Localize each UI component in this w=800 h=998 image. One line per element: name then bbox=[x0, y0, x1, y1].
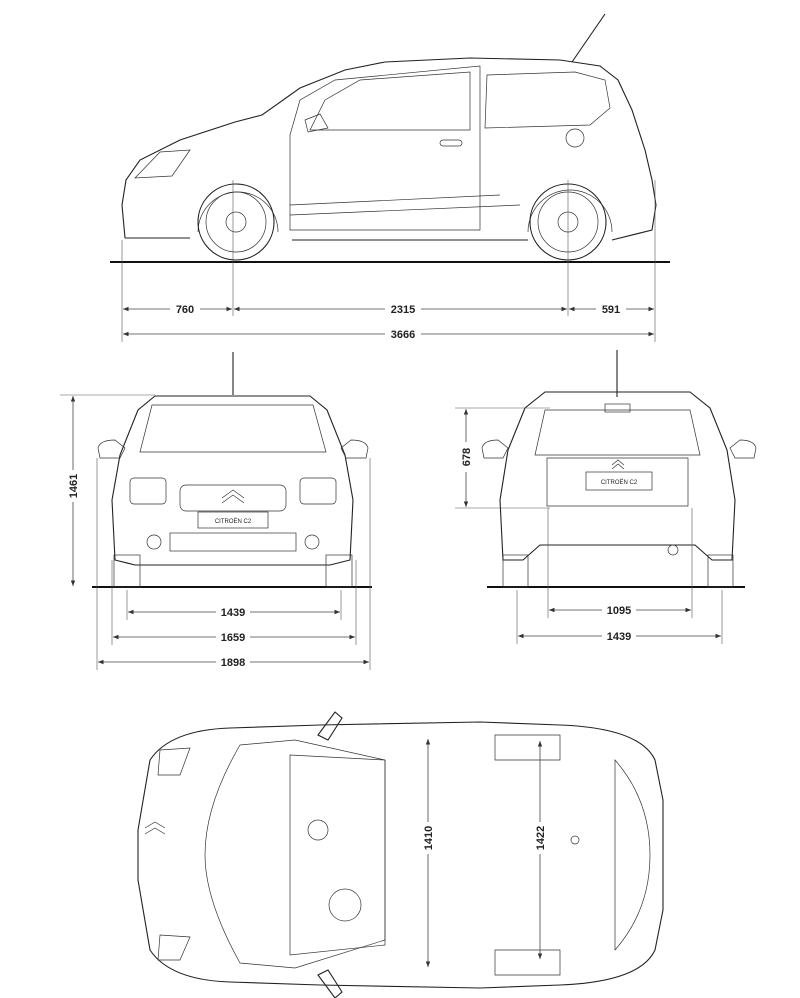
right-tyre bbox=[707, 554, 734, 588]
dim-rear-interior-width: 1422 bbox=[535, 826, 547, 850]
dim-width-mirrors: 1898 bbox=[221, 657, 245, 669]
car-body-front bbox=[111, 395, 354, 566]
door-outline bbox=[289, 65, 481, 231]
left-headlight bbox=[129, 477, 167, 505]
right-tyre bbox=[325, 554, 353, 588]
front-window bbox=[309, 71, 471, 131]
citroen-chevrons bbox=[221, 489, 245, 504]
headlights-top bbox=[157, 747, 191, 961]
right-mirror bbox=[729, 439, 757, 459]
roof-opening bbox=[289, 754, 386, 956]
left-mirror bbox=[97, 439, 126, 459]
citroen-chevrons bbox=[144, 821, 166, 835]
exhaust bbox=[667, 544, 679, 556]
front-wheel bbox=[197, 183, 275, 261]
left-tyre bbox=[502, 554, 529, 588]
left-tyre bbox=[113, 554, 141, 588]
tailgate bbox=[546, 457, 689, 507]
rear-window-top bbox=[614, 759, 651, 951]
rear-side-windows bbox=[494, 734, 561, 976]
car-body-top bbox=[137, 721, 664, 989]
dim-front-interior-width: 1410 bbox=[423, 826, 435, 850]
rear-plate-text: CITROËN C2 bbox=[601, 479, 638, 486]
front-plate bbox=[197, 511, 269, 529]
door-handle bbox=[439, 139, 463, 147]
dim-rear-track: 1439 bbox=[607, 631, 631, 643]
front-plate-text: CITROËN C2 bbox=[215, 518, 252, 525]
dim-height: 1461 bbox=[68, 474, 80, 498]
steering-wheel bbox=[328, 888, 362, 922]
dim-wheelbase: 2315 bbox=[391, 304, 415, 316]
rear-view: CITROËN C2 678 1095 1439 bbox=[455, 350, 757, 644]
dim-tailgate-width: 1095 bbox=[607, 605, 631, 617]
left-mirror bbox=[481, 439, 509, 459]
rear-window bbox=[534, 409, 701, 456]
windscreen-top bbox=[204, 739, 386, 969]
side-mirror bbox=[304, 113, 329, 133]
fuel-cap bbox=[565, 128, 585, 148]
citroen-chevrons bbox=[611, 459, 625, 470]
antenna bbox=[571, 13, 606, 63]
grille bbox=[179, 484, 287, 512]
dim-front-overhang: 760 bbox=[176, 304, 194, 316]
car-body-side bbox=[121, 57, 657, 241]
windscreen bbox=[139, 404, 327, 453]
left-mirror-top bbox=[317, 711, 343, 741]
rear-window bbox=[484, 71, 611, 129]
lower-grille bbox=[169, 532, 297, 552]
side-view: 760 2315 591 3666 bbox=[110, 13, 670, 342]
right-mirror-top bbox=[317, 969, 343, 998]
car-body-rear bbox=[499, 391, 736, 561]
dim-tailgate-height: 678 bbox=[461, 448, 473, 466]
rear-plate bbox=[585, 471, 653, 491]
headlight bbox=[134, 149, 191, 179]
right-headlight bbox=[299, 477, 337, 505]
dim-rear-overhang: 591 bbox=[602, 304, 620, 316]
front-view: CITROËN C2 1461 1439 1659 1898 bbox=[60, 352, 372, 670]
dim-overall-length: 3666 bbox=[391, 329, 415, 341]
dim-front-track: 1439 bbox=[221, 607, 245, 619]
dim-body-width: 1659 bbox=[221, 632, 245, 644]
top-view: 1410 1422 bbox=[137, 711, 664, 998]
brake-light bbox=[604, 403, 631, 413]
right-mirror bbox=[340, 439, 369, 459]
